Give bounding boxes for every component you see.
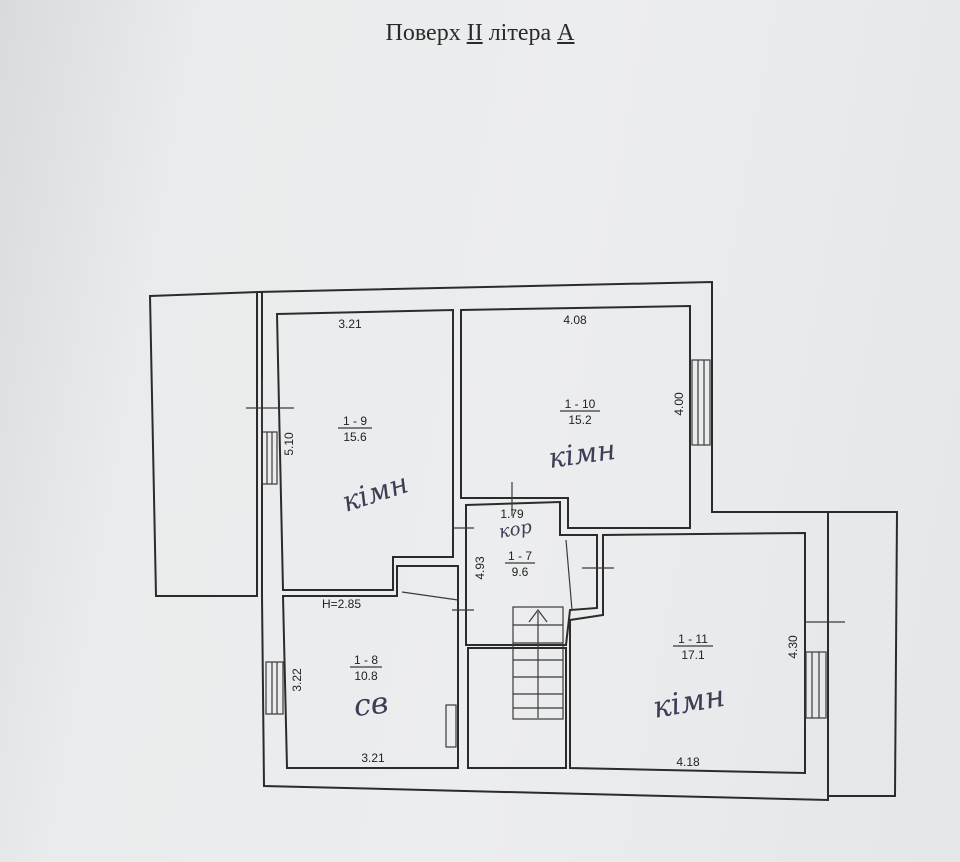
window-left-upper: [261, 431, 278, 485]
room-1-11-dim-side: 4.30: [786, 635, 800, 659]
title-letter: А: [557, 20, 575, 46]
left-balcony: [148, 290, 258, 597]
room-1-10-id: 1 - 10: [565, 397, 596, 411]
right-balcony: [828, 511, 899, 797]
room-1-7-dim-top: 1.79: [500, 507, 524, 521]
room-1-10-dim-top: 4.08: [563, 313, 587, 327]
room-1-10-note: кімн: [546, 433, 617, 475]
window-right-lower: [805, 651, 827, 719]
corridor-partition-hint: [565, 539, 573, 611]
title-middle: літера: [488, 20, 552, 46]
title-prefix: Поверх: [385, 20, 461, 46]
room-1-7-outline: [465, 500, 598, 646]
room-1-9-outline: [275, 308, 454, 591]
title-floor: II: [466, 20, 483, 46]
room-1-9-area: 15.6: [343, 430, 367, 444]
room-1-10-dim-side: 4.00: [672, 392, 686, 416]
room-1-11-note: кімн: [650, 679, 727, 726]
door-swing-line: [401, 591, 459, 601]
room-1-8-id: 1 - 8: [354, 653, 378, 667]
room-1-11-area: 17.1: [681, 648, 705, 662]
room-1-9-dim-side: 5.10: [282, 432, 296, 456]
room-1-9-note: кімн: [338, 466, 412, 518]
room-1-11-id: 1 - 11: [678, 632, 708, 646]
room-1-7-id: 1 - 7: [508, 549, 532, 563]
room-1-8-area: 10.8: [354, 669, 378, 683]
window-left-lower: [265, 661, 284, 715]
page-title: Поверх II літера А: [0, 20, 960, 47]
room-1-8-outline: [281, 565, 459, 769]
ceiling-height: Н=2.85: [322, 597, 361, 611]
room-1-8-dim-bottom: 3.21: [361, 751, 385, 765]
room-1-10-outline: [460, 304, 691, 529]
room-1-7-area: 9.6: [512, 565, 529, 579]
room-1-8-dim-side: 3.22: [290, 668, 304, 692]
stair-hall-outline: [467, 647, 567, 769]
room-1-8-note: св: [352, 686, 390, 724]
room-1-9-id: 1 - 9: [343, 414, 367, 428]
room-1-11-outline: [569, 531, 806, 775]
outer-wall: [256, 280, 829, 802]
room-1-10-area: 15.2: [568, 413, 592, 427]
staircase: [512, 606, 564, 720]
room-1-7-note: кор: [497, 516, 534, 543]
room-1-7-dim-side: 4.93: [473, 556, 487, 580]
window-right-upper: [691, 359, 711, 446]
room-1-11-dim-bottom: 4.18: [676, 755, 700, 769]
door-markers: [246, 378, 845, 748]
room-1-9-dim-top: 3.21: [338, 317, 362, 331]
